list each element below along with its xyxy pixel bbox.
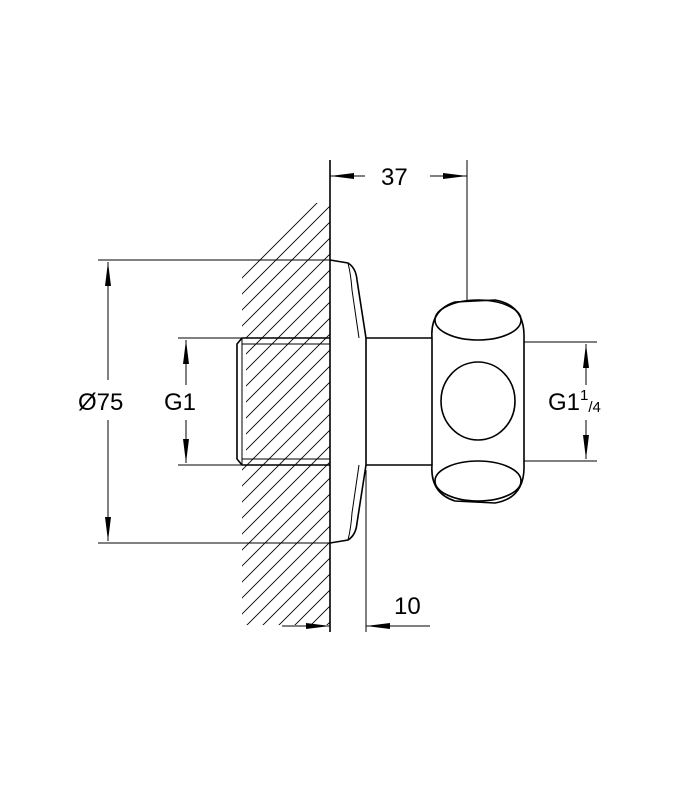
hatch-line [242,203,330,625]
wall-hatching [242,180,700,640]
hatch-line [242,203,330,625]
inlet-thread-pipe [236,337,330,466]
hatch-line [242,203,330,625]
hatch-line [648,180,700,640]
hatch-line [584,180,700,640]
hatch-line [680,180,700,640]
hatch-line [242,203,330,625]
hatch-line [242,203,330,625]
hatch-line [247,203,330,625]
hatch-line [504,180,700,640]
flange-rosette [329,259,367,544]
hatch-line [242,203,330,625]
hatch-line [242,203,330,625]
dimension-outlet-thread: G11/4 [524,341,601,462]
dimension-diameter-label: Ø75 [78,389,123,416]
hatch-line [242,203,330,625]
dimension-flange-thickness-label: 10 [394,593,421,620]
hatch-line [242,203,330,625]
dimension-diameter: Ø75 [78,259,330,544]
hatch-line [360,180,700,640]
dimension-depth: 37 [330,160,468,300]
dimension-flange-thickness: 10 [282,470,430,632]
hatch-line [279,203,330,625]
hatch-line [242,203,330,625]
hatch-line [616,180,700,640]
nut-top-hole [434,299,522,341]
hatch-line [311,203,330,625]
hatch-line [242,203,330,625]
hatch-line [376,180,700,640]
hatch-line [600,180,700,640]
connector-body [366,337,432,466]
hatch-line [472,180,700,640]
hatch-line [632,180,700,640]
hatch-line [392,180,700,640]
hatch-line [242,203,330,625]
hatch-line [344,180,700,640]
hatch-line [242,203,330,625]
nut-bottom-hole [434,460,522,502]
hatch-line [696,180,700,640]
hatch-line [242,203,330,625]
hatch-line [242,203,330,625]
dimension-depth-label: 37 [381,164,408,191]
hatch-line [242,203,330,625]
hatch-line [242,203,330,625]
hatch-line [295,203,330,625]
hatch-line [242,203,330,625]
hatch-line [520,180,700,640]
dimension-inlet-thread: G1 [164,337,242,466]
hatch-line [242,203,330,625]
hatch-line [242,203,330,625]
nut-center-hole [440,361,516,441]
hatch-line [664,180,700,640]
dimension-outlet-thread-label: G11/4 [548,387,601,416]
dimension-inlet-thread-label: G1 [164,389,196,416]
union-nut [431,299,525,504]
